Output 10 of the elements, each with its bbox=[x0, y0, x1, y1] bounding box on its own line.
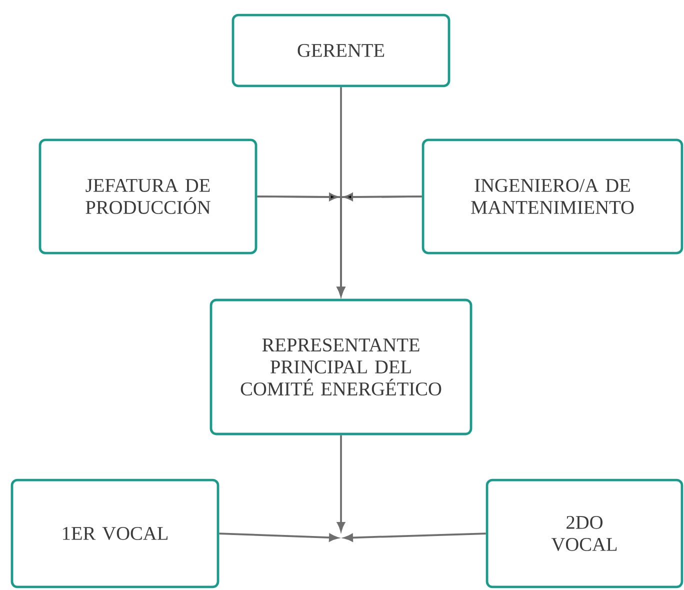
arrow bbox=[219, 532, 338, 542]
role-box: JEFATURA DE PRODUCCIÓN bbox=[38, 138, 258, 254]
role-box: REPRESENTANTE PRINCIPAL DEL COMITÉ ENERGÉTICO bbox=[210, 298, 472, 436]
arrow bbox=[337, 193, 422, 296]
role-box: GERENTE bbox=[232, 14, 450, 88]
role-box: INGENIERO/A DE MANTENIMIENTO bbox=[422, 138, 684, 254]
role-box: 1ER VOCAL bbox=[10, 478, 220, 588]
role-box: 2DO VOCAL bbox=[486, 478, 684, 588]
arrow bbox=[344, 532, 486, 542]
arrow bbox=[337, 435, 345, 532]
